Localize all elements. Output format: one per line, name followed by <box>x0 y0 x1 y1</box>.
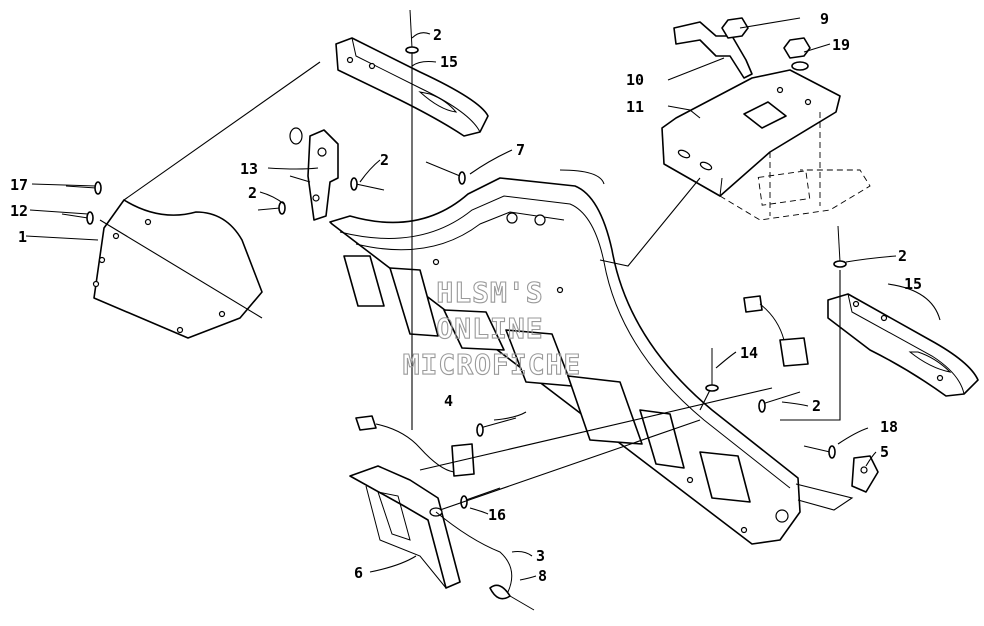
tether-cable <box>435 511 535 611</box>
callout-labels: 2 15 9 19 10 11 13 2 2 7 17 12 1 2 15 14… <box>10 10 922 585</box>
callout-label: 8 <box>538 567 547 585</box>
rivets <box>61 9 847 509</box>
callout-label: 2 <box>812 397 821 415</box>
callout-label: 10 <box>626 71 644 89</box>
callout-label: 6 <box>354 564 363 582</box>
side-panel <box>329 177 801 545</box>
cover-plate <box>92 199 263 339</box>
callout-label: 11 <box>626 98 644 116</box>
callout-label: 2 <box>248 184 257 202</box>
mounting-strap <box>673 21 753 79</box>
watermark-line2: ONLINE <box>436 312 543 345</box>
callout-label: 18 <box>880 418 898 436</box>
callout-label: 14 <box>740 344 758 362</box>
watermark-line1: HLSM'S <box>436 276 543 309</box>
lower-bracket <box>349 465 461 589</box>
callout-label: 12 <box>10 202 28 220</box>
callout-label: 5 <box>880 443 889 461</box>
callout-label: 2 <box>898 247 907 265</box>
callout-label: 19 <box>832 36 850 54</box>
callout-label: 3 <box>536 547 545 565</box>
callout-label: 15 <box>440 53 458 71</box>
watermark-line3: MICROFICHE <box>403 348 582 381</box>
callout-label: 15 <box>904 275 922 293</box>
small-tab <box>851 455 879 493</box>
callout-label: 17 <box>10 176 28 194</box>
leader-lines <box>25 17 941 581</box>
callout-label: 2 <box>433 26 442 44</box>
small-bracket <box>289 127 339 221</box>
watermark: HLSM'S ONLINE MICROFICHE <box>402 275 582 381</box>
mounting-plate <box>661 69 871 221</box>
right-switch <box>743 295 809 367</box>
callout-label: 2 <box>380 151 389 169</box>
nut <box>721 17 811 71</box>
right-mount-bracket <box>827 293 979 397</box>
callout-label: 7 <box>516 141 525 159</box>
callout-label: 16 <box>488 506 506 524</box>
callout-label: 4 <box>444 392 453 410</box>
callout-label: 1 <box>18 228 27 246</box>
callout-label: 9 <box>820 10 829 28</box>
callout-label: 13 <box>240 160 258 178</box>
alignment-lines <box>99 52 854 511</box>
